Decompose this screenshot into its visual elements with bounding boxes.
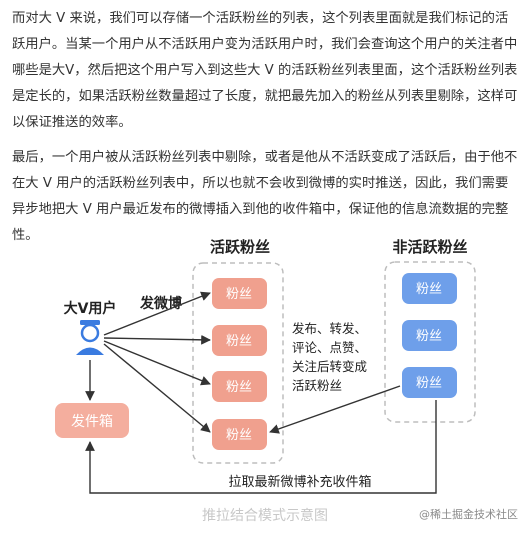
- svg-text:活跃粉丝: 活跃粉丝: [292, 378, 342, 393]
- inactive-fans-title: 非活跃粉丝: [392, 238, 467, 256]
- svg-text:粉丝: 粉丝: [226, 380, 252, 395]
- svg-text:粉丝: 粉丝: [416, 376, 442, 391]
- inactive-fans-box: [384, 261, 476, 423]
- diagram-caption: 推拉结合模式示意图: [202, 507, 328, 524]
- active-fans-box: [192, 262, 284, 464]
- push-arrow: [103, 291, 211, 336]
- active-fan-card: 粉丝: [212, 278, 267, 309]
- svg-text:发布、转发、: 发布、转发、: [292, 321, 367, 336]
- bigv-label: 大V用户: [64, 300, 117, 317]
- push-arrow: [103, 343, 211, 433]
- active-fan-card: 粉丝: [212, 371, 267, 402]
- svg-text:粉丝: 粉丝: [226, 287, 252, 302]
- active-fan-card: 粉丝: [212, 325, 267, 356]
- svg-text:粉丝: 粉丝: [226, 334, 252, 349]
- watermark: @稀土掘金技术社区: [419, 507, 518, 521]
- publish-label: 发微博: [139, 295, 182, 312]
- intro-paragraph: 而对大 V 来说，我们可以存储一个活跃粉丝的列表，这个列表里面就是我们标记的活跃…: [12, 11, 518, 130]
- active-fan-card: 粉丝: [212, 419, 267, 450]
- svg-text:粉丝: 粉丝: [416, 282, 442, 297]
- svg-text:评论、点赞、: 评论、点赞、: [292, 340, 367, 355]
- outbox: 发件箱: [55, 403, 129, 438]
- user-icon: [76, 320, 104, 355]
- push-arrow: [103, 340, 211, 386]
- activate-arrow: [269, 385, 401, 434]
- svg-text:关注后转变成: 关注后转变成: [292, 359, 367, 374]
- activation-note: 发布、转发、 评论、点赞、 关注后转变成 活跃粉丝: [292, 321, 367, 393]
- inactive-fan-card: 粉丝: [402, 367, 457, 398]
- inactive-fan-card: 粉丝: [402, 273, 457, 304]
- pull-label: 拉取最新微博补充收件箱: [228, 474, 371, 490]
- svg-text:发件箱: 发件箱: [71, 414, 113, 430]
- active-fans-title: 活跃粉丝: [210, 238, 270, 256]
- pull-arrow: [85, 400, 437, 494]
- svg-text:粉丝: 粉丝: [416, 329, 442, 344]
- push-arrow: [103, 334, 211, 345]
- inactive-fan-card: 粉丝: [402, 320, 457, 351]
- conclusion-paragraph: 最后，一个用户被从活跃粉丝列表中剔除，或者是他从不活跃变成了活跃后，由于他不在大…: [12, 150, 518, 243]
- svg-text:粉丝: 粉丝: [226, 428, 252, 443]
